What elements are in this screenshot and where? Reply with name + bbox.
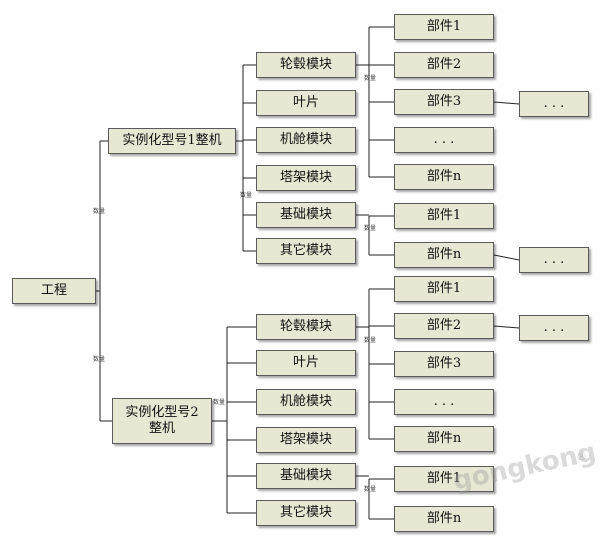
edge-u2-p2-link [493,325,520,329]
node-u2-hub: 轮毂模块 [256,314,356,340]
node-unit2: 实例化型号2 整机 [112,398,212,444]
node-u2-other: 其它模块 [256,500,356,526]
edge-label-unit1: 数量 [240,192,253,199]
node-u1-hub: 轮毂模块 [256,52,356,78]
edge-label-unit2: 数量 [213,399,226,406]
node-unit1: 实例化型号1整机 [108,128,236,154]
node-u2-pdots: . . . [394,389,494,415]
node-u2-p2: 部件2 [394,313,494,339]
node-u2-found: 基础模块 [256,463,356,489]
node-u1-f1: 部件1 [394,203,494,229]
node-u1-blade: 叶片 [256,90,356,116]
edge-label-project-lower: 数量 [93,356,106,363]
node-u1-pn: 部件n [394,164,494,190]
node-u2-pn: 部件n [394,426,494,452]
node-u2-p1: 部件1 [394,276,494,302]
node-u2-p3: 部件3 [394,351,494,377]
edge-label-u2-hub: 数量 [364,337,377,344]
node-u1-p2: 部件2 [394,52,494,78]
node-u1-p3sub: . . . [519,91,589,117]
node-u2-blade: 叶片 [256,350,356,376]
node-u1-fn: 部件n [394,242,494,268]
node-u2-nacelle: 机舱模块 [256,389,356,415]
node-u1-found: 基础模块 [256,202,356,228]
edge-label-u1-found: 数量 [364,225,377,232]
edge-label-u1-hub: 数量 [364,75,377,82]
node-u1-p3: 部件3 [394,89,494,115]
node-project: 工程 [12,278,96,304]
node-u1-fnsub: . . . [519,247,589,273]
node-u2-fn: 部件n [394,506,494,532]
node-u2-tower: 塔架模块 [256,427,356,453]
node-u2-p2sub: . . . [519,315,589,341]
node-u1-tower: 塔架模块 [256,165,356,191]
edge-u1-fn-link [493,254,520,261]
node-u2-f1: 部件1 [394,466,494,492]
node-u1-other: 其它模块 [256,238,356,264]
watermark-registered-mark: ® [576,450,587,463]
edge-u1-p3-link [493,101,520,105]
edge-label-project: 数量 [93,208,106,215]
node-u1-nacelle: 机舱模块 [256,127,356,153]
node-u1-pdots: . . . [394,127,494,153]
node-u1-p1: 部件1 [394,14,494,40]
edge-label-u2-found: 数量 [364,486,377,493]
